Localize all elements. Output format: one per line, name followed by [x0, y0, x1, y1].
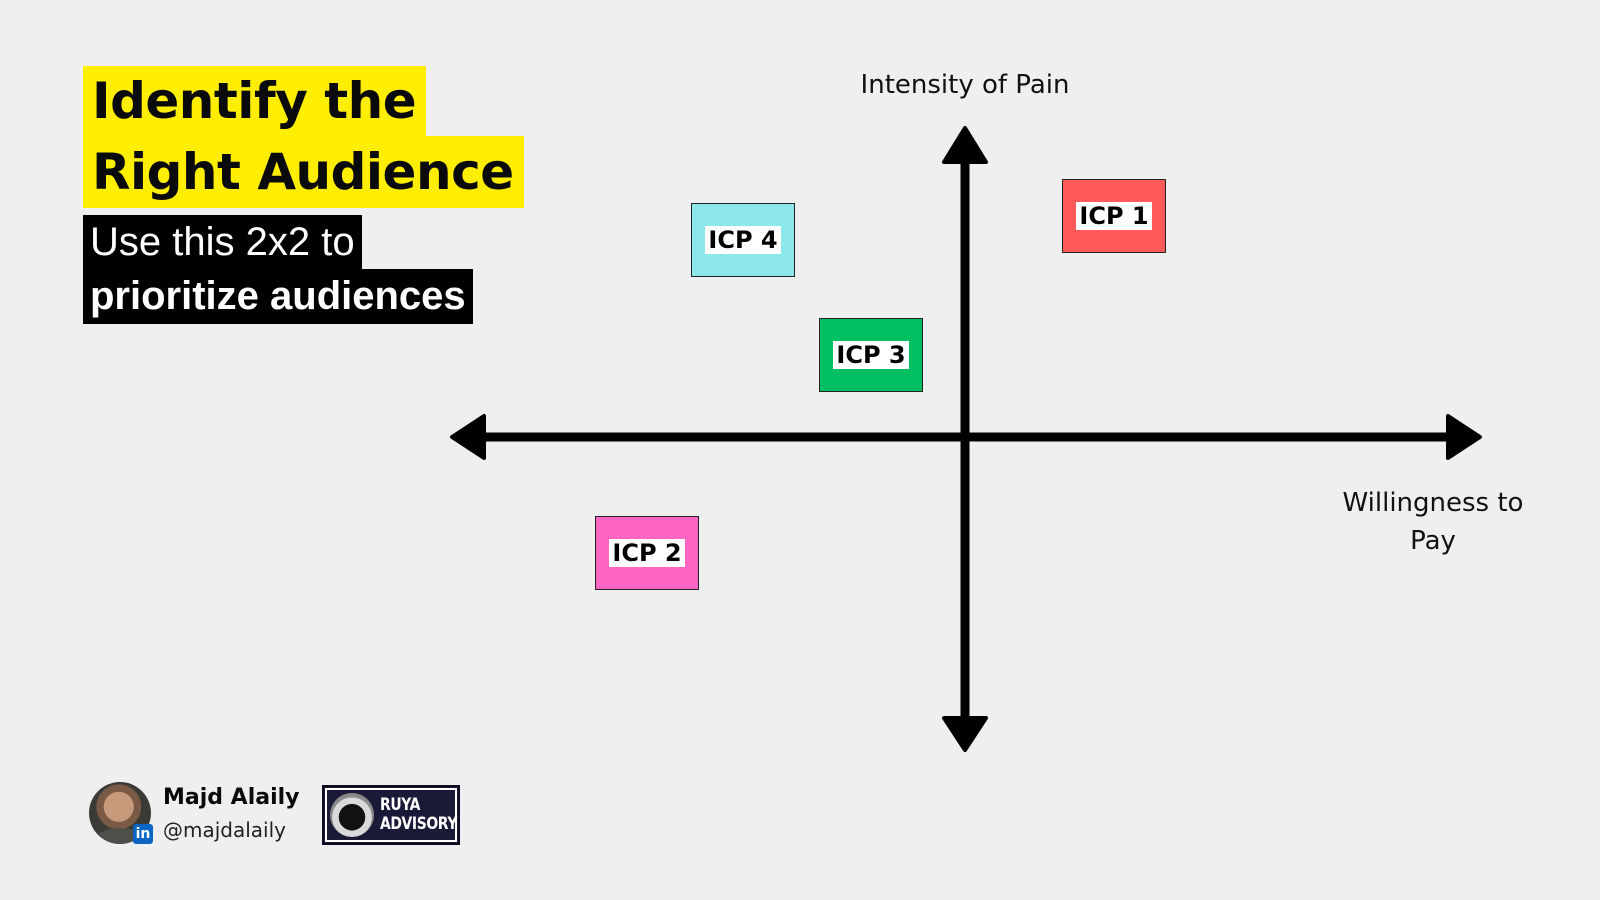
- y-axis-label: Intensity of Pain: [815, 70, 1115, 100]
- icp-1-label: ICP 1: [1076, 202, 1151, 230]
- icp-2-box: ICP 2: [595, 516, 699, 590]
- brand-line-2: ADVISORY: [380, 815, 457, 834]
- brand-text: RUYA ADVISORY: [380, 796, 457, 834]
- linkedin-icon: in: [133, 824, 153, 844]
- astronaut-helmet-icon: [330, 793, 374, 837]
- brand-line-1: RUYA: [380, 796, 457, 815]
- icp-4-box: ICP 4: [691, 203, 795, 277]
- icp-3-label: ICP 3: [833, 341, 908, 369]
- icp-4-label: ICP 4: [705, 226, 780, 254]
- x-axis-right-arrow-icon: [1448, 416, 1480, 458]
- author-avatar: in: [89, 782, 153, 846]
- author-name: Majd Alaily: [163, 785, 300, 810]
- y-axis-down-arrow-icon: [944, 718, 986, 750]
- x-axis-label: Willingness to Pay: [1318, 484, 1548, 560]
- y-axis-up-arrow-icon: [944, 128, 986, 162]
- x-axis-label-line-2: Pay: [1318, 522, 1548, 560]
- x-axis-left-arrow-icon: [452, 416, 484, 458]
- author-handle: @majdalaily: [163, 818, 286, 842]
- icp-2-label: ICP 2: [609, 539, 684, 567]
- x-axis-label-line-1: Willingness to: [1318, 484, 1548, 522]
- ruya-advisory-logo: RUYA ADVISORY: [322, 785, 460, 845]
- icp-3-box: ICP 3: [819, 318, 923, 392]
- icp-1-box: ICP 1: [1062, 179, 1166, 253]
